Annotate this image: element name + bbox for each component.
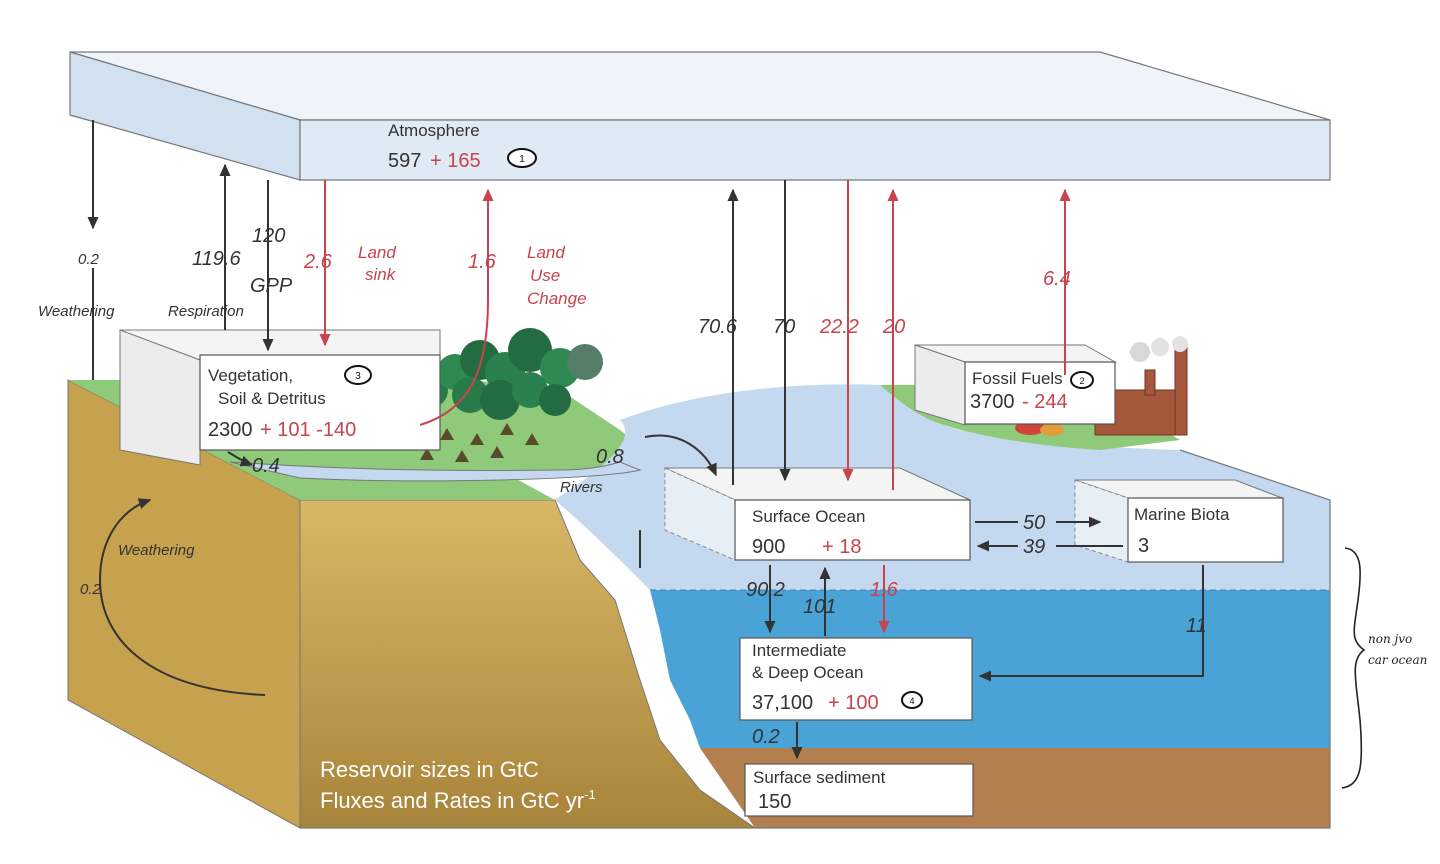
biota-sink-arrow xyxy=(978,565,1204,682)
atmosphere-slab xyxy=(69,51,1331,181)
deep-ocean-size: 37,100 xyxy=(752,692,813,714)
weathering-rock-label: Weathering xyxy=(118,542,195,559)
sediment-box xyxy=(744,763,974,817)
sedimentation-value: 0.2 xyxy=(752,726,780,748)
fossil-marker-number: 2 xyxy=(1079,376,1084,386)
from-biota-value: 39 xyxy=(1023,536,1045,558)
atmosphere-marker xyxy=(507,148,537,168)
biota-sink-value: 11 xyxy=(1186,615,1207,637)
upwelling-value: 101 xyxy=(803,596,836,618)
deep-ocean-box xyxy=(739,637,973,721)
land-sink-label-line2: sink xyxy=(365,265,397,284)
atmosphere-change: + 165 xyxy=(430,150,481,172)
fossil-size: 3700 xyxy=(970,391,1015,413)
vegetation-marker xyxy=(344,365,372,385)
deep-ocean-change: + 100 xyxy=(828,692,879,714)
weathering-rock-value: 0.2 xyxy=(80,581,102,598)
land-use-value: 1.6 xyxy=(468,251,497,273)
atmosphere-marker-number: 1 xyxy=(519,154,525,165)
land-use-label-line2: Use xyxy=(530,266,560,285)
hand-note-line1: non jvo xyxy=(1368,632,1412,646)
marine-biota-size: 3 xyxy=(1138,535,1149,557)
fossil-emission-value: 6.4 xyxy=(1043,268,1071,290)
vegetation-marker-number: 3 xyxy=(355,371,361,382)
surface-ocean-box xyxy=(664,467,971,561)
fossil-marker xyxy=(1070,371,1094,389)
weathering-atm-label: Weathering xyxy=(38,303,115,320)
rivers-ocean-arrow xyxy=(644,434,717,477)
to-biota-value: 50 xyxy=(1023,512,1045,534)
ocean-in-anthro-value: 22.2 xyxy=(819,316,859,338)
surface-ocean-change: + 18 xyxy=(822,536,861,558)
deep-ocean-label-line2: & Deep Ocean xyxy=(752,663,864,682)
fossil-change: - 244 xyxy=(1022,391,1068,413)
deep-ocean-marker xyxy=(901,691,923,709)
surface-ocean-label: Surface Ocean xyxy=(752,507,865,526)
atmosphere-label: Atmosphere xyxy=(388,121,480,140)
vegetation-box xyxy=(119,329,441,466)
respiration-value: 119.6 xyxy=(192,248,241,270)
block-outline xyxy=(300,449,1331,829)
land-sink-label-line1: Land xyxy=(358,243,396,262)
land-sink-value: 2.6 xyxy=(303,251,333,273)
deep-ocean-label-line1: Intermediate xyxy=(752,641,847,660)
fossil-label: Fossil Fuels xyxy=(972,369,1063,388)
vegetation-change: + 101 -140 xyxy=(260,419,356,441)
legend-line1: Reservoir sizes in GtC xyxy=(320,757,539,782)
hand-note-line2: car ocean xyxy=(1368,653,1427,667)
fossil-fuels-box xyxy=(914,344,1117,426)
vegetation-label-line2: Soil & Detritus xyxy=(218,389,326,408)
ocean-out-value: 70.6 xyxy=(698,316,738,338)
deep-ocean-marker-number: 4 xyxy=(909,696,914,706)
marine-biota-box xyxy=(1074,479,1284,563)
land-use-label-line1: Land xyxy=(527,243,565,262)
gpp-value: 120 xyxy=(252,225,285,247)
ocean-out-anthro-value: 20 xyxy=(882,316,905,338)
anthro-deep-value: 1.6 xyxy=(870,579,899,601)
legend-line2: Fluxes and Rates in GtC yr-1 xyxy=(320,787,596,813)
ocean-in-value: 70 xyxy=(773,316,795,338)
sediment-size: 150 xyxy=(758,791,791,813)
rivers-ocean-value: 0.8 xyxy=(596,446,624,468)
legend-line2-main: Fluxes and Rates in GtC yr xyxy=(320,788,584,813)
gpp-label: GPP xyxy=(250,275,293,297)
sediment-label: Surface sediment xyxy=(753,768,886,787)
surface-ocean-size: 900 xyxy=(752,536,785,558)
rivers-label: Rivers xyxy=(560,479,603,496)
rivers-veg-arrow xyxy=(227,451,254,467)
weathering-atm-value: 0.2 xyxy=(78,251,100,268)
downwelling-value: 90.2 xyxy=(746,579,785,601)
respiration-label: Respiration xyxy=(168,303,244,320)
land-use-label-line3: Change xyxy=(527,289,587,308)
weathering-rock-arrow xyxy=(98,498,266,696)
land-use-arrow xyxy=(419,188,494,426)
marine-biota-label: Marine Biota xyxy=(1134,505,1230,524)
vegetation-size: 2300 xyxy=(208,419,253,441)
river xyxy=(229,461,642,482)
hand-brace xyxy=(1341,547,1366,789)
vegetation-label-line1: Vegetation, xyxy=(208,366,293,385)
legend-line2-sup: -1 xyxy=(584,787,596,802)
atmosphere-size: 597 xyxy=(388,150,421,172)
rivers-veg-value: 0.4 xyxy=(252,455,280,477)
